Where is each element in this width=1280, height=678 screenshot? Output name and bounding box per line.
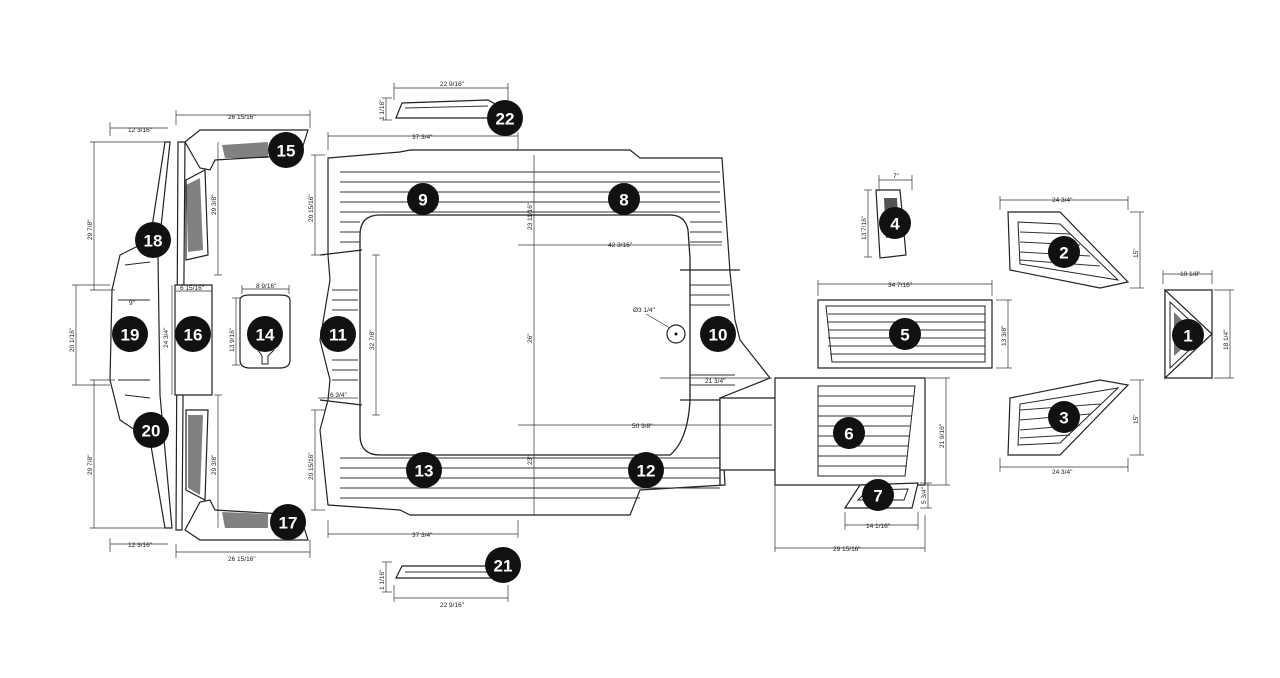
- badge-6: 6: [833, 417, 865, 449]
- dim-center-23: 23 11/16": [527, 202, 534, 230]
- dim-14-h: 13 9/16": [229, 327, 236, 352]
- dim-22-height: 1 1/16": [379, 99, 386, 120]
- dim-bottom-37: 37 3/4": [412, 532, 433, 539]
- svg-text:5: 5: [900, 326, 909, 345]
- badge-13: 13: [406, 452, 442, 488]
- badge-20: 20: [133, 412, 169, 448]
- svg-text:19: 19: [121, 326, 140, 345]
- badge-16: 16: [175, 316, 211, 352]
- badge-8: 8: [608, 183, 640, 215]
- dim-13-20: 20 15/16": [308, 452, 315, 480]
- dim-bottom-29: 29 15/16": [833, 546, 861, 553]
- dim-6-h: 21 9/16": [939, 423, 946, 448]
- svg-text:3: 3: [1059, 409, 1068, 428]
- svg-text:1: 1: [1183, 327, 1192, 346]
- dim-left-29a: 29 7/8": [87, 219, 94, 240]
- dim-15-29: 29 3/8": [211, 194, 218, 215]
- svg-text:9: 9: [418, 191, 427, 210]
- dim-5-w: 34 7/16": [888, 282, 913, 289]
- dim-left-29b: 29 7/8": [87, 454, 94, 475]
- svg-text:13: 13: [415, 462, 434, 481]
- dim-9-20: 20 15/16": [308, 194, 315, 222]
- main-deck: 37 3/4" 37 3/4" 20 15/16" 20 15/16" 32 7…: [308, 132, 811, 539]
- badge-14: 14: [247, 316, 283, 352]
- piece-7: 14 1/16" 5 3/4" 29 15/16": [774, 482, 932, 553]
- dim-22-width: 22 9/16": [440, 81, 465, 88]
- svg-text:21: 21: [494, 557, 513, 576]
- badge-10: 10: [700, 316, 736, 352]
- badge-19: 19: [112, 316, 148, 352]
- dim-center-23b: 23": [527, 455, 534, 465]
- badge-4: 4: [879, 207, 911, 239]
- svg-text:10: 10: [709, 326, 728, 345]
- badge-2: 2: [1048, 236, 1080, 268]
- dim-1-w: 10 1/8": [1180, 271, 1201, 278]
- dim-11-6: 6 3/4": [330, 392, 347, 399]
- dim-left-20: 20 1/16": [69, 327, 76, 352]
- badge-18: 18: [135, 222, 171, 258]
- badge-21: 21: [485, 547, 521, 583]
- svg-text:22: 22: [496, 110, 515, 129]
- svg-text:6: 6: [844, 425, 853, 444]
- dim-21-width: 22 9/16": [440, 602, 465, 609]
- dim-14-w: 8 9/16": [256, 283, 277, 290]
- badge-7: 7: [862, 479, 894, 511]
- dim-top-26: 26 15/16": [228, 114, 256, 121]
- dim-top-37: 37 3/4": [412, 134, 433, 141]
- svg-text:15: 15: [277, 142, 296, 161]
- dim-5-h: 13 3/8": [1001, 325, 1008, 346]
- dim-16-6: 6 15/16": [180, 285, 205, 292]
- dim-bottom-12: 12 3/16": [128, 542, 153, 549]
- svg-text:20: 20: [142, 422, 161, 441]
- badge-11: 11: [320, 316, 356, 352]
- dim-2-w: 24 3/4": [1052, 197, 1073, 204]
- dim-top-12: 12 3/16": [128, 127, 153, 134]
- dim-4-h: 13 7/16": [861, 215, 868, 240]
- dim-2-h: 15": [1133, 248, 1140, 258]
- badge-12: 12: [628, 452, 664, 488]
- dim-8-42: 42 3/16": [608, 242, 633, 249]
- svg-text:16: 16: [184, 326, 203, 345]
- badge-5: 5: [889, 318, 921, 350]
- dim-3-h: 15": [1133, 414, 1140, 424]
- dim-21-height: 1 1/16": [379, 569, 386, 590]
- dim-10-21: 21 3/4": [705, 378, 726, 385]
- badge-15: 15: [268, 132, 304, 168]
- dim-17-29: 29 3/8": [211, 454, 218, 475]
- svg-text:12: 12: [637, 462, 656, 481]
- badge-9: 9: [407, 183, 439, 215]
- svg-text:18: 18: [144, 232, 163, 251]
- dim-19-9: 9": [129, 300, 136, 307]
- dim-hole: Ø3 1/4": [633, 307, 656, 314]
- svg-text:2: 2: [1059, 244, 1068, 263]
- svg-text:7: 7: [873, 487, 882, 506]
- dim-11-32: 32 7/8": [369, 329, 376, 350]
- dim-7-h: 5 3/4": [921, 487, 928, 504]
- badge-3: 3: [1048, 401, 1080, 433]
- badge-17: 17: [270, 504, 306, 540]
- dim-16-24: 24 3/4": [163, 327, 170, 348]
- svg-text:17: 17: [279, 514, 298, 533]
- dim-7-w: 14 1/16": [866, 523, 891, 530]
- badge-1: 1: [1172, 319, 1204, 351]
- dim-1-h: 18 1/4": [1223, 329, 1230, 350]
- dim-3-w: 24 3/4": [1052, 469, 1073, 476]
- dim-center-26: 26": [527, 333, 534, 343]
- svg-text:14: 14: [256, 326, 275, 345]
- dim-bottom-26: 26 15/16": [228, 556, 256, 563]
- svg-text:11: 11: [329, 326, 347, 345]
- dim-4-w: 7": [893, 173, 900, 180]
- dim-12-50: 50 3/8": [632, 423, 653, 430]
- svg-text:8: 8: [619, 191, 628, 210]
- badge-22: 22: [487, 100, 523, 136]
- svg-text:4: 4: [890, 215, 900, 234]
